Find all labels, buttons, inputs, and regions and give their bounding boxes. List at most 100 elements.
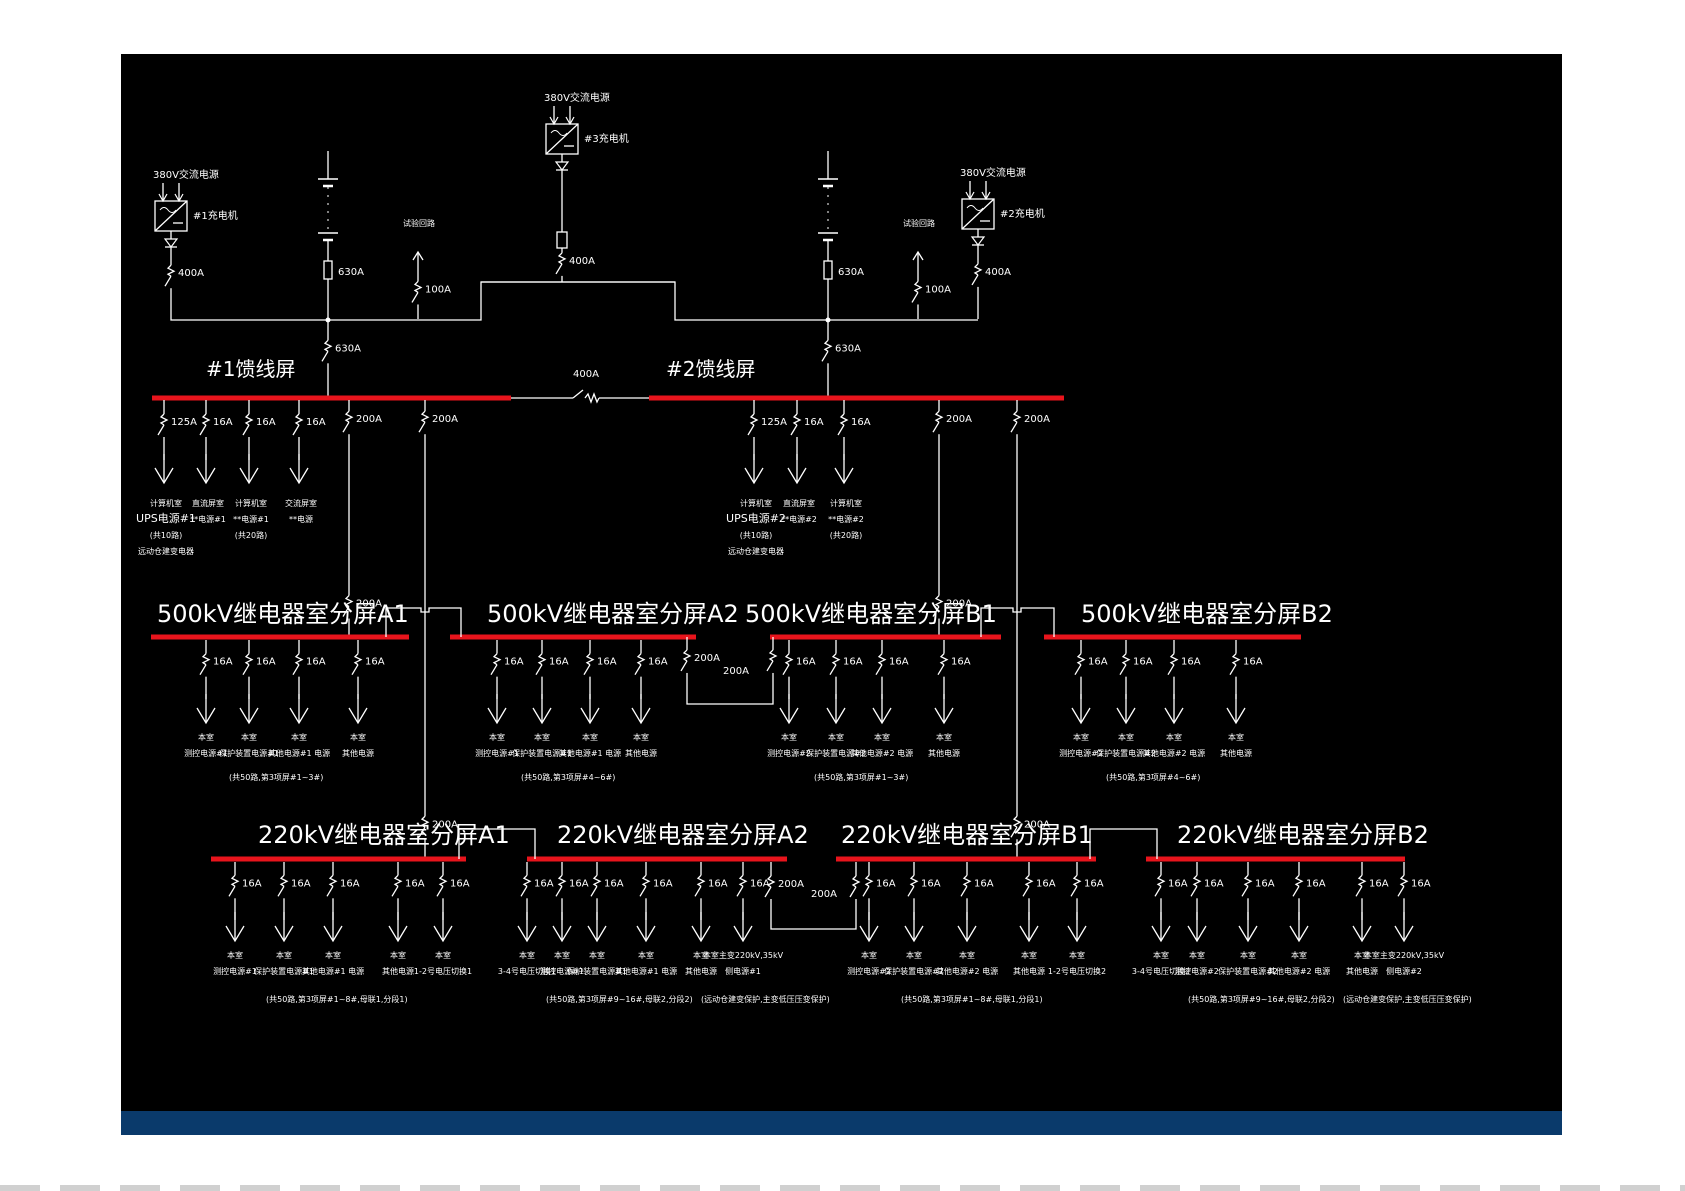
breaker-zigzag bbox=[839, 413, 849, 426]
breaker-zigzag bbox=[592, 874, 602, 887]
bus500-b1-branch-breaker: 16A bbox=[875, 640, 909, 699]
arrow-head bbox=[580, 707, 600, 725]
arrow-head bbox=[957, 925, 977, 943]
fuse-symbol bbox=[323, 260, 333, 280]
feeder2-load-label: UPS电源#2 bbox=[726, 511, 786, 525]
arrow-head bbox=[1394, 925, 1414, 943]
bus220-b2-load-arrow bbox=[1394, 912, 1414, 943]
feeder1-branch-breaker: 200A bbox=[342, 400, 382, 452]
bus220-a1-branch-breaker: 16A bbox=[326, 862, 360, 920]
feeder1-load-arrow bbox=[239, 454, 259, 485]
bus220-b1-title: 220kV继电器室分屏B1 bbox=[841, 821, 1093, 849]
arrow-head bbox=[289, 707, 309, 725]
bus500-a2-branch-breaker: 16A bbox=[535, 640, 569, 699]
bus500-a2-title: 500kV继电器室分屏A2 bbox=[487, 600, 739, 628]
ac-wave bbox=[966, 205, 984, 211]
breaker-rating: 400A bbox=[178, 268, 204, 279]
feeder2-branch-breaker: 125A bbox=[747, 400, 787, 460]
arrow-head bbox=[779, 707, 799, 725]
arrow-head bbox=[196, 467, 216, 485]
bus220-a2-branch-breaker: 16A bbox=[736, 862, 770, 920]
breaker-contact bbox=[1229, 664, 1237, 675]
breaker-contact bbox=[1292, 885, 1300, 897]
breaker-zigzag bbox=[244, 653, 254, 666]
breaker-zigzag bbox=[934, 595, 944, 608]
breaker-rating: 16A bbox=[213, 417, 233, 428]
breaker-contact bbox=[875, 664, 883, 675]
arrow-head bbox=[239, 707, 259, 725]
breaker-rating: 200A bbox=[356, 599, 382, 610]
breaker-zigzag bbox=[1243, 874, 1253, 887]
bus220-b1-load-label: 1-2号电压切换2 bbox=[1048, 966, 1106, 976]
breaker-contact bbox=[535, 664, 543, 675]
breaker-rating: 100A bbox=[425, 284, 451, 295]
breaker-zigzag bbox=[696, 874, 706, 887]
breaker-rating: 16A bbox=[504, 657, 524, 668]
bus220-a2-load-arrow bbox=[552, 912, 572, 943]
bus220-b2-load-label: 本室 bbox=[1240, 950, 1256, 960]
bus220-b2-load-label: 测控电源#2 bbox=[1175, 966, 1219, 976]
bus220-b1-branch-breaker: 16A bbox=[907, 862, 941, 920]
bus220-b2-load-label: 本室 bbox=[1189, 950, 1205, 960]
breaker-rating: 16A bbox=[291, 878, 311, 889]
breaker-contact bbox=[242, 664, 250, 675]
breaker-rating: 630A bbox=[835, 343, 861, 354]
bus500-a2-load-arrow bbox=[487, 694, 507, 725]
bus220-a2-load-label: 本室 bbox=[693, 950, 709, 960]
bus220-b1-load-arrow bbox=[1067, 912, 1087, 943]
breaker-contact bbox=[242, 424, 250, 436]
footer-bar bbox=[121, 1111, 1562, 1135]
bus220-a1-load-label: 其他电源 bbox=[382, 966, 414, 976]
feeder1-load-label: 远动仓建变电器 bbox=[138, 546, 194, 556]
bus500-a2-load-label: 本室 bbox=[582, 732, 598, 742]
bus220-a2-load-arrow bbox=[587, 912, 607, 943]
breaker-rating: 16A bbox=[851, 417, 871, 428]
bus500-a1-load-label: 本室 bbox=[241, 732, 257, 742]
feeder2-load-label: (共10路) bbox=[740, 530, 772, 540]
arrow-head bbox=[787, 467, 807, 485]
feeder1-branch-breaker: 200A bbox=[418, 400, 458, 452]
bus220-a2-note: (共50路,第3项屏#9~16#,母联2,分段2) bbox=[546, 994, 693, 1004]
breaker-contact bbox=[391, 885, 399, 897]
tie-breaker-rating: 400A bbox=[573, 369, 599, 380]
breaker-rating: 200A bbox=[778, 879, 804, 890]
feeder2-branch-breaker: 16A bbox=[837, 400, 871, 460]
diode-symbol bbox=[554, 161, 570, 171]
bus500-b2-load-arrow bbox=[1116, 694, 1136, 725]
bus500-a1-load-arrow bbox=[348, 694, 368, 725]
breaker-zigzag bbox=[279, 874, 289, 887]
bus500-a1-branch-breaker: 16A bbox=[199, 640, 233, 699]
feeder2-load-arrow bbox=[787, 454, 807, 485]
bus220-a1-incoming: 200A bbox=[418, 804, 458, 859]
bus220-a1-load-label: 其他电源#1 电源 bbox=[302, 966, 364, 976]
breaker-zigzag bbox=[1156, 874, 1166, 887]
arrow-head bbox=[733, 925, 753, 943]
breaker-contact bbox=[418, 826, 426, 838]
bus500-a2-load-arrow bbox=[580, 694, 600, 725]
bus220-a2-load-label: 本室 bbox=[589, 950, 605, 960]
bus220-a2-load-arrow bbox=[636, 912, 656, 943]
feeder1-branch-breaker: 125A bbox=[157, 400, 197, 460]
bus500-b1-load-label: 其他电源 bbox=[928, 748, 960, 758]
breaker-rating: 16A bbox=[804, 417, 824, 428]
breaker-contact bbox=[1241, 885, 1249, 897]
bus220-a1-title: 220kV继电器室分屏A1 bbox=[258, 821, 510, 849]
breaker-zigzag bbox=[1024, 874, 1034, 887]
breaker-zigzag bbox=[244, 413, 254, 426]
breaker-zigzag bbox=[877, 653, 887, 666]
arrow-head bbox=[274, 925, 294, 943]
arrow-head bbox=[834, 467, 854, 485]
breaker-zigzag bbox=[973, 263, 983, 276]
feeder1-load-label: (共10路) bbox=[150, 530, 182, 540]
test-circuit-label: 试验回路 bbox=[403, 218, 435, 228]
breaker-rating: 16A bbox=[750, 878, 770, 889]
arrow-head bbox=[289, 467, 309, 485]
breaker-contact bbox=[164, 275, 172, 287]
bus220-b1-load-arrow bbox=[859, 912, 879, 943]
breaker-rating: 16A bbox=[1411, 878, 1431, 889]
bus500-a1-load-label: 其他电源#1 电源 bbox=[268, 748, 330, 758]
bus220-b2-load-label: 其他电源#2 电源 bbox=[1268, 966, 1330, 976]
breaker-contact bbox=[351, 664, 359, 675]
breaker-rating: 16A bbox=[597, 657, 617, 668]
breaker-contact bbox=[199, 664, 207, 675]
